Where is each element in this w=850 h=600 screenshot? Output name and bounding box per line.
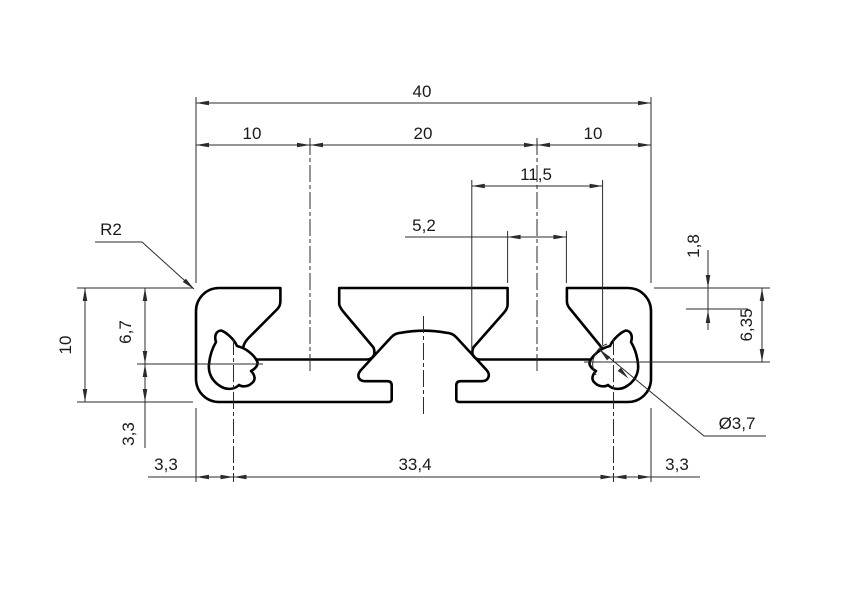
leader-corner-radius <box>95 241 195 290</box>
arrow-diameter-lower <box>617 367 629 379</box>
arrow <box>613 474 627 480</box>
arrow <box>638 100 651 106</box>
dim-pitch-center: 20 <box>414 124 433 143</box>
dim-slot-opening: 5,2 <box>412 216 436 235</box>
arrow <box>142 288 148 301</box>
dim-overall-width: 40 <box>413 82 432 101</box>
arrow <box>233 474 247 480</box>
leader-hole-diameter <box>599 349 766 437</box>
dim-pitch-right: 10 <box>584 124 603 143</box>
dim-lip-depth: 1,8 <box>684 234 703 258</box>
arrow <box>638 474 651 480</box>
arrow <box>759 349 765 362</box>
dim-slot-depth: 6,35 <box>737 308 756 341</box>
right-bore-circle-arc <box>592 343 608 376</box>
dim-slot-inner-width: 11,5 <box>520 165 552 184</box>
dim-corner-radius: R2 <box>100 220 122 239</box>
profile-outline <box>194 286 653 404</box>
arrow <box>471 183 485 189</box>
arrow <box>82 288 88 301</box>
dim-hole-spacing: 33,4 <box>398 455 431 474</box>
arrowheads-group <box>82 100 765 480</box>
arrow <box>524 142 537 148</box>
arrow <box>142 364 148 377</box>
dim-pitch-left: 10 <box>243 124 262 143</box>
arrow <box>553 234 567 240</box>
arrow <box>196 142 209 148</box>
dim-hole-right-offset: 3,3 <box>665 455 689 474</box>
arrow <box>705 275 711 288</box>
dimension-labels-group: 40 10 20 10 11,5 5,2 1,8 6,35 10 6,7 3,3… <box>56 82 756 474</box>
arrow <box>82 389 88 402</box>
dim-overall-height: 10 <box>56 336 75 355</box>
arrow <box>196 100 209 106</box>
dim-hole-diameter: Ø3,7 <box>719 414 756 433</box>
dim-hole-top-offset: 6,7 <box>116 320 135 344</box>
arrow <box>310 142 323 148</box>
arrow <box>196 474 209 480</box>
arrow-diameter-upper <box>599 349 611 361</box>
arrow <box>705 310 711 323</box>
arrow <box>142 351 148 364</box>
arrow <box>759 288 765 301</box>
arrow <box>589 183 603 189</box>
arrow <box>220 474 234 480</box>
dim-hole-left-offset: 3,3 <box>154 455 178 474</box>
centerlines-group <box>137 138 770 482</box>
dimension-lines-group <box>84 102 766 478</box>
arrow <box>638 142 651 148</box>
extension-lines-group <box>77 97 770 482</box>
arrow <box>142 389 148 402</box>
arrow <box>297 142 310 148</box>
dim-hole-bottom-offset: 3,3 <box>119 422 138 446</box>
arrow <box>507 234 521 240</box>
arrow-r2-leader <box>182 278 194 289</box>
arrow <box>600 474 614 480</box>
arrow <box>537 142 550 148</box>
